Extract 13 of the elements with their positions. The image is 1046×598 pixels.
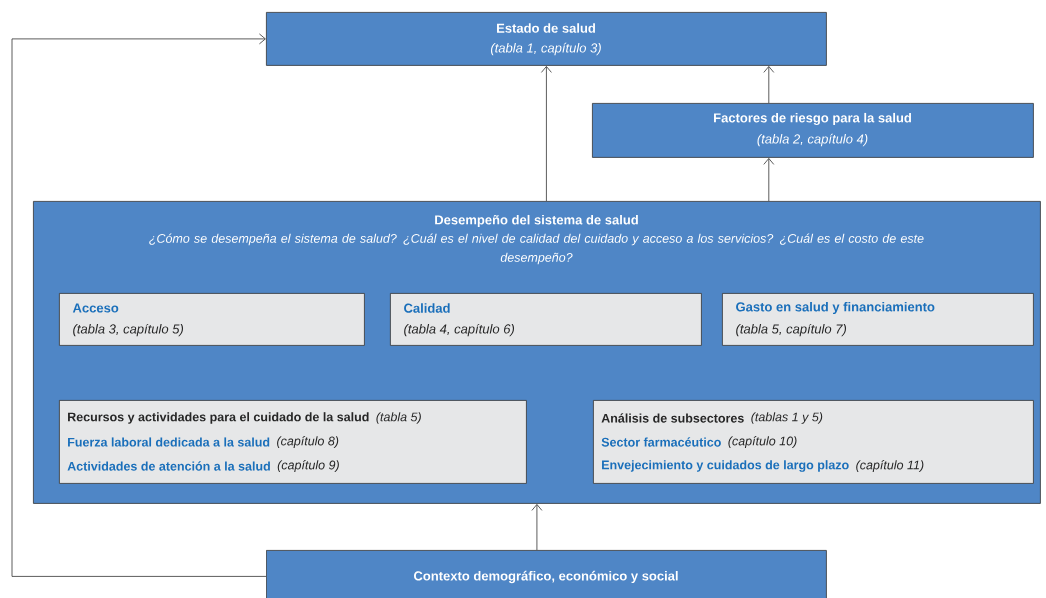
- category-box: Calidad (tabla 4, capítulo 6): [390, 293, 702, 346]
- process-box: Contexto demográfico, económico y social: [266, 550, 827, 598]
- category-box: Análisis de subsectores (tablas 1 y 5) Sector farmacéutico (capítulo 10) Envejecimiento y cuidados de largo plazo (capítulo 11): [593, 400, 1034, 484]
- arrow: [763, 66, 775, 104]
- category-box: Recursos y actividades para el cuidado de la salud (tabla 5) Fuerza laboral dedicada a la salud (capítulo 8) Actividades de atención a la salud (capítulo 9): [59, 400, 527, 484]
- process-box: Estado de salud (tabla 1, capítulo 3): [266, 12, 827, 66]
- category-box: Gasto en salud y financiamiento (tabla 5, capítulo 7): [722, 293, 1034, 346]
- arrow: [11, 33, 267, 577]
- category-box: Acceso (tabla 3, capítulo 5): [59, 293, 365, 346]
- arrow: [531, 504, 543, 551]
- arrow: [763, 158, 775, 202]
- process-box: Factores de riesgo para la salud (tabla 2, capítulo 4): [592, 103, 1034, 158]
- arrow: [541, 66, 552, 202]
